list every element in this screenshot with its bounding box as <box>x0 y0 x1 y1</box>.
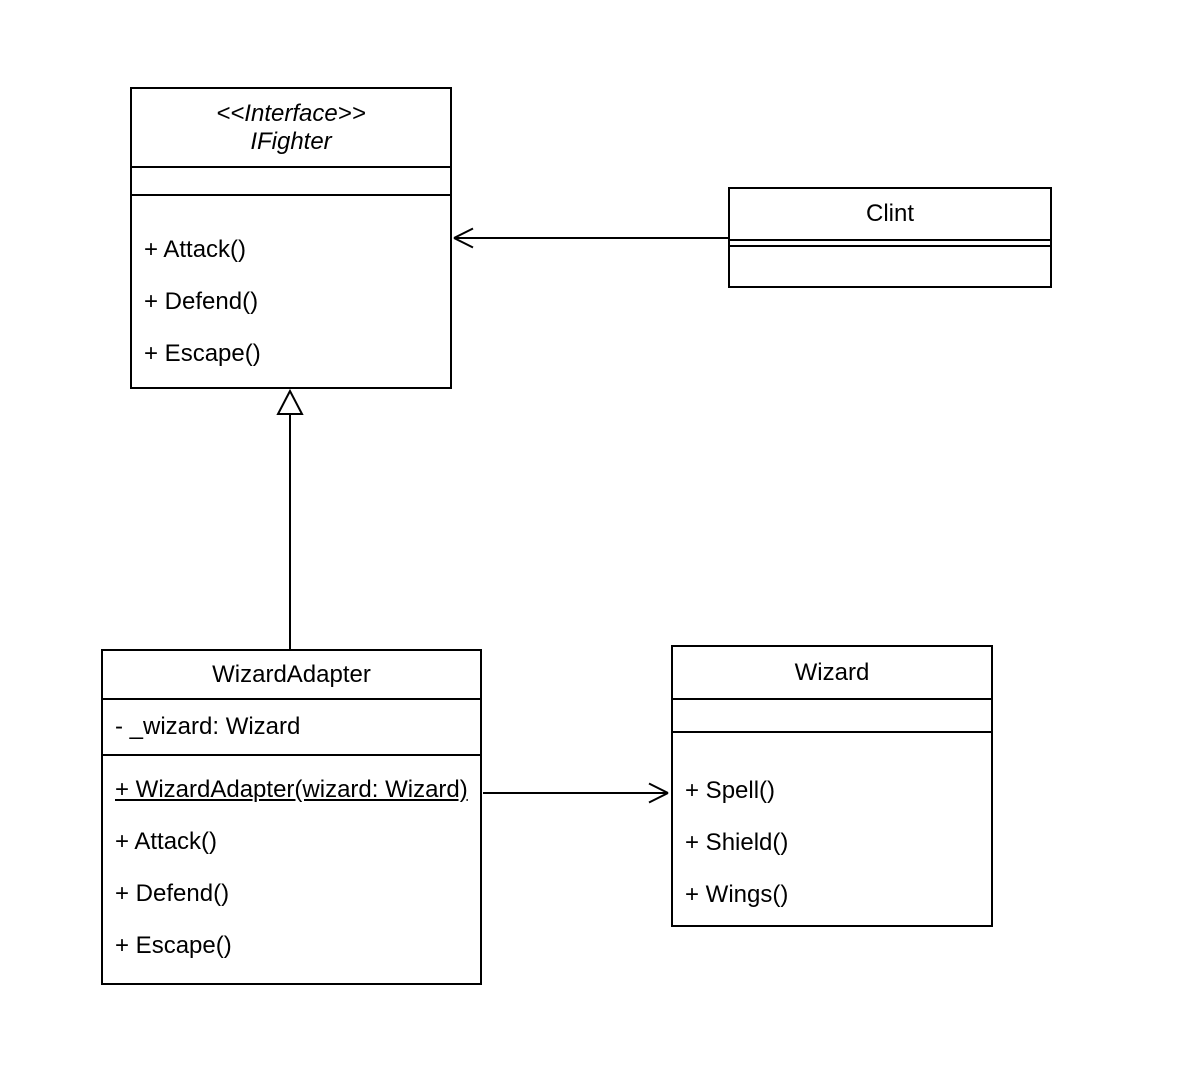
method: + Wings() <box>685 881 789 908</box>
methods-compartment-clint <box>730 245 1050 286</box>
attributes-compartment-clint <box>730 239 1050 245</box>
method: + Escape() <box>115 932 232 959</box>
method: + Attack() <box>115 828 218 855</box>
attributes-compartment-ifighter <box>132 166 450 194</box>
methods-compartment-wizard: + Spell() + Shield() + Wings() <box>673 731 991 925</box>
method: + Defend() <box>144 288 259 315</box>
method-constructor: + WizardAdapter(wizard: Wizard) <box>115 776 468 803</box>
method: + Defend() <box>115 880 230 907</box>
class-header-wizard: Wizard <box>673 647 991 698</box>
class-box-wizard: Wizard + Spell() + Shield() + Wings() <box>671 645 993 927</box>
class-name: WizardAdapter <box>212 660 371 688</box>
association-arrow-clint-to-ifighter <box>453 227 728 249</box>
class-header-wizardadapter: WizardAdapter <box>103 651 480 698</box>
method: + Shield() <box>685 829 789 856</box>
open-arrowhead-icon <box>648 782 669 804</box>
methods-compartment-wizardadapter: + WizardAdapter(wizard: Wizard) + Attack… <box>103 754 480 983</box>
class-name: Clint <box>865 200 914 227</box>
generalization-arrow-wizardadapter-to-ifighter <box>276 388 304 649</box>
association-arrow-wizardadapter-to-wizard <box>483 782 669 804</box>
class-name: IFighter <box>250 127 332 155</box>
class-box-ifighter: <<Interface>> IFighter + Attack() + Defe… <box>130 87 452 389</box>
method: + Attack() <box>144 236 247 263</box>
class-header-clint: Clint <box>730 189 1050 239</box>
open-arrowhead-icon <box>453 227 474 249</box>
class-stereotype: <<Interface>> <box>216 99 366 127</box>
hollow-triangle-arrowhead-icon <box>276 388 304 415</box>
method: + Spell() <box>685 777 776 804</box>
attributes-compartment-wizardadapter: - _wizard: Wizard <box>103 698 480 754</box>
methods-compartment-ifighter: + Attack() + Defend() + Escape() <box>132 194 450 387</box>
class-name: Wizard <box>794 658 870 686</box>
method: + Escape() <box>144 340 261 367</box>
class-header-ifighter: <<Interface>> IFighter <box>132 89 450 166</box>
class-box-wizardadapter: WizardAdapter - _wizard: Wizard + Wizard… <box>101 649 482 985</box>
attributes-compartment-wizard <box>673 698 991 731</box>
attribute: - _wizard: Wizard <box>115 713 301 740</box>
class-box-clint: Clint <box>728 187 1052 288</box>
